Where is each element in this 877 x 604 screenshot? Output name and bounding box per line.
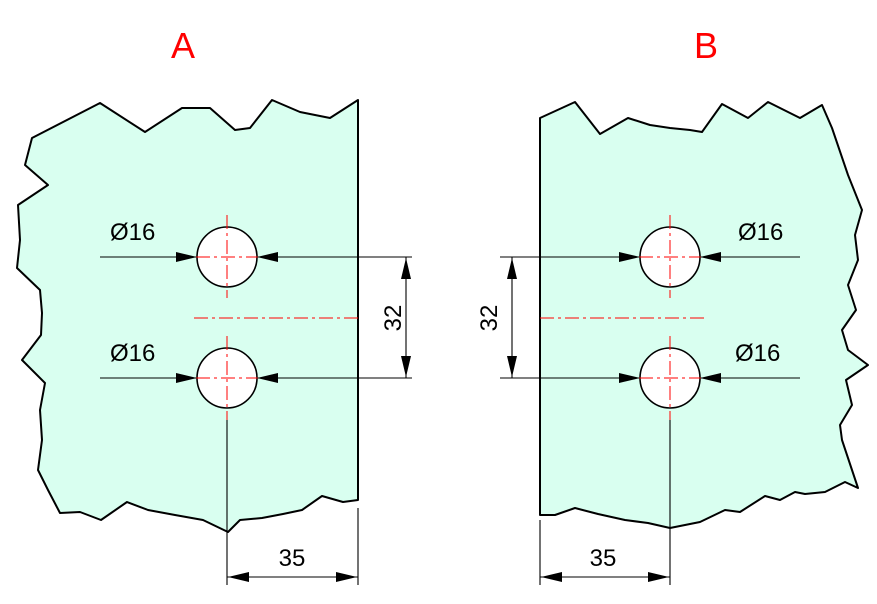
view-a-dim-diameter-lower: Ø16 (110, 340, 155, 367)
view-a-arrow-edge-right (336, 572, 357, 582)
view-b-arrow-lower-left (619, 373, 640, 383)
view-b-arrow-spacing-top (507, 258, 517, 279)
view-a-dim-diameter-upper: Ø16 (110, 219, 155, 246)
view-a-arrow-lower-right (257, 373, 278, 383)
view-a-arrow-upper-left (176, 252, 197, 262)
view-b-dim-diameter-upper: Ø16 (738, 219, 783, 246)
view-b-arrow-spacing-bottom (507, 356, 517, 377)
view-a-label: A (171, 25, 195, 66)
view-a: A Ø16 Ø16 32 35 (16, 25, 412, 585)
view-a-arrow-spacing-bottom (401, 356, 411, 377)
view-b-label: B (694, 25, 718, 66)
view-b-dim-edge: 35 (590, 545, 617, 572)
view-a-part-outline (16, 99, 359, 533)
view-a-dim-edge: 35 (279, 545, 306, 572)
view-b-part-outline (539, 101, 869, 529)
view-a-dim-spacing: 32 (380, 305, 407, 332)
view-b-arrow-upper-left (619, 252, 640, 262)
view-b-arrow-lower-right (700, 373, 721, 383)
view-b-arrow-upper-right (700, 252, 721, 262)
view-a-arrow-edge-left (228, 572, 249, 582)
view-b-dim-diameter-lower: Ø16 (735, 340, 780, 367)
view-a-arrow-spacing-top (401, 258, 411, 279)
view-b-dim-spacing: 32 (476, 305, 503, 332)
view-b: B Ø16 Ø16 32 35 (476, 25, 869, 585)
view-a-arrow-upper-right (257, 252, 278, 262)
view-b-arrow-edge-right (648, 572, 669, 582)
view-b-arrow-edge-left (541, 572, 562, 582)
view-a-arrow-lower-left (176, 373, 197, 383)
